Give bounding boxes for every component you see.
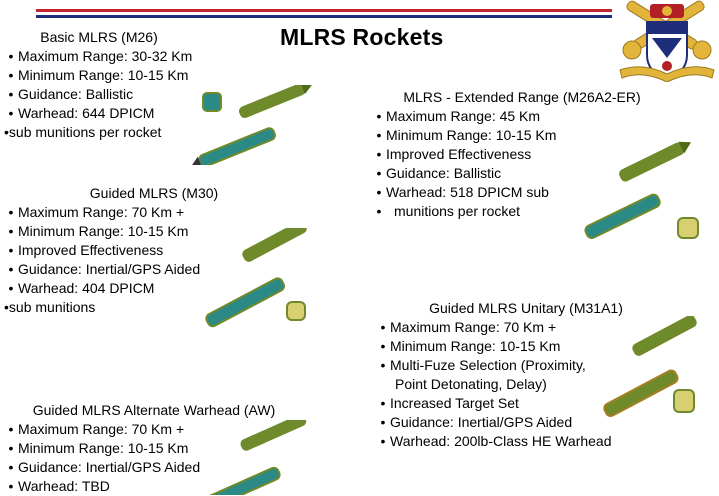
- m26-item: •Guidance: Ballistic: [8, 86, 134, 102]
- artillery-emblem-icon: [619, 0, 715, 82]
- aw-item: •Maximum Range: 70 Km +: [8, 421, 185, 437]
- m26-item: •Warhead: 644 DPICM: [8, 105, 155, 121]
- section-m30: Guided MLRS (M30) •Maximum Range: 70 Km …: [4, 184, 304, 317]
- m26a2-item: •Guidance: Ballistic: [376, 165, 502, 181]
- aw-item: •Minimum Range: 10-15 Km: [8, 440, 189, 456]
- section-m26a2: MLRS - Extended Range (M26A2-ER) •Maximu…: [372, 88, 672, 221]
- m26-heading: Basic MLRS (M26): [40, 29, 158, 45]
- m26a2-heading: MLRS - Extended Range (M26A2-ER): [403, 89, 641, 105]
- m31a1-item: •Multi-Fuze Selection (Proximity,: [380, 357, 586, 373]
- m30-item: •sub munitions: [4, 299, 96, 315]
- m26a2-rocket-icon: [584, 141, 699, 239]
- m26a2-item: •Improved Effectiveness: [376, 146, 532, 162]
- m31a1-item: •Maximum Range: 70 Km +: [380, 319, 557, 335]
- m26-item: •Maximum Range: 30-32 Km: [8, 48, 193, 64]
- m31a1-rocket-icon: [603, 316, 697, 418]
- aw-rocket-icon: [203, 420, 307, 495]
- section-m26: Basic MLRS (M26) •Maximum Range: 30-32 K…: [4, 28, 194, 142]
- section-aw: Guided MLRS Alternate Warhead (AW) •Maxi…: [4, 401, 304, 496]
- m26-item: •Minimum Range: 10-15 Km: [8, 67, 189, 83]
- m30-item: •Maximum Range: 70 Km +: [8, 204, 185, 220]
- m31a1-item: Point Detonating, Delay): [395, 376, 547, 392]
- m31a1-item: •Increased Target Set: [380, 395, 519, 411]
- m30-item: •Minimum Range: 10-15 Km: [8, 223, 189, 239]
- m31a1-item: •Minimum Range: 10-15 Km: [380, 338, 561, 354]
- aw-item: •Warhead: TBD: [8, 478, 110, 494]
- m30-item: •Improved Effectiveness: [8, 242, 164, 258]
- section-m31a1: Guided MLRS Unitary (M31A1) •Maximum Ran…: [376, 299, 676, 451]
- m30-item: •Guidance: Inertial/GPS Aided: [8, 261, 201, 277]
- aw-item: •Guidance: Inertial/GPS Aided: [8, 459, 201, 475]
- m26a2-item: •Maximum Range: 45 Km: [376, 108, 541, 124]
- m30-rocket-icon: [205, 228, 307, 328]
- aw-heading: Guided MLRS Alternate Warhead (AW): [32, 402, 276, 418]
- m31a1-heading: Guided MLRS Unitary (M31A1): [429, 300, 623, 316]
- m30-item: •Warhead: 404 DPICM: [8, 280, 155, 296]
- m26a2-item: •Minimum Range: 10-15 Km: [376, 127, 557, 143]
- m26-rocket-icon: [191, 85, 313, 165]
- m30-heading: Guided MLRS (M30): [89, 185, 219, 201]
- slide-title: MLRS Rockets: [280, 24, 444, 50]
- m26a2-item: •Warhead: 518 DPICM sub: [376, 184, 549, 200]
- header-rule-blue: [36, 15, 612, 18]
- m31a1-item: •Warhead: 200lb-Class HE Warhead: [380, 433, 612, 449]
- m26a2-item: •munitions per rocket: [376, 203, 521, 219]
- m31a1-item: •Guidance: Inertial/GPS Aided: [380, 414, 573, 430]
- header-rule-red: [36, 9, 612, 12]
- m26-item: •sub munitions per rocket: [4, 124, 162, 140]
